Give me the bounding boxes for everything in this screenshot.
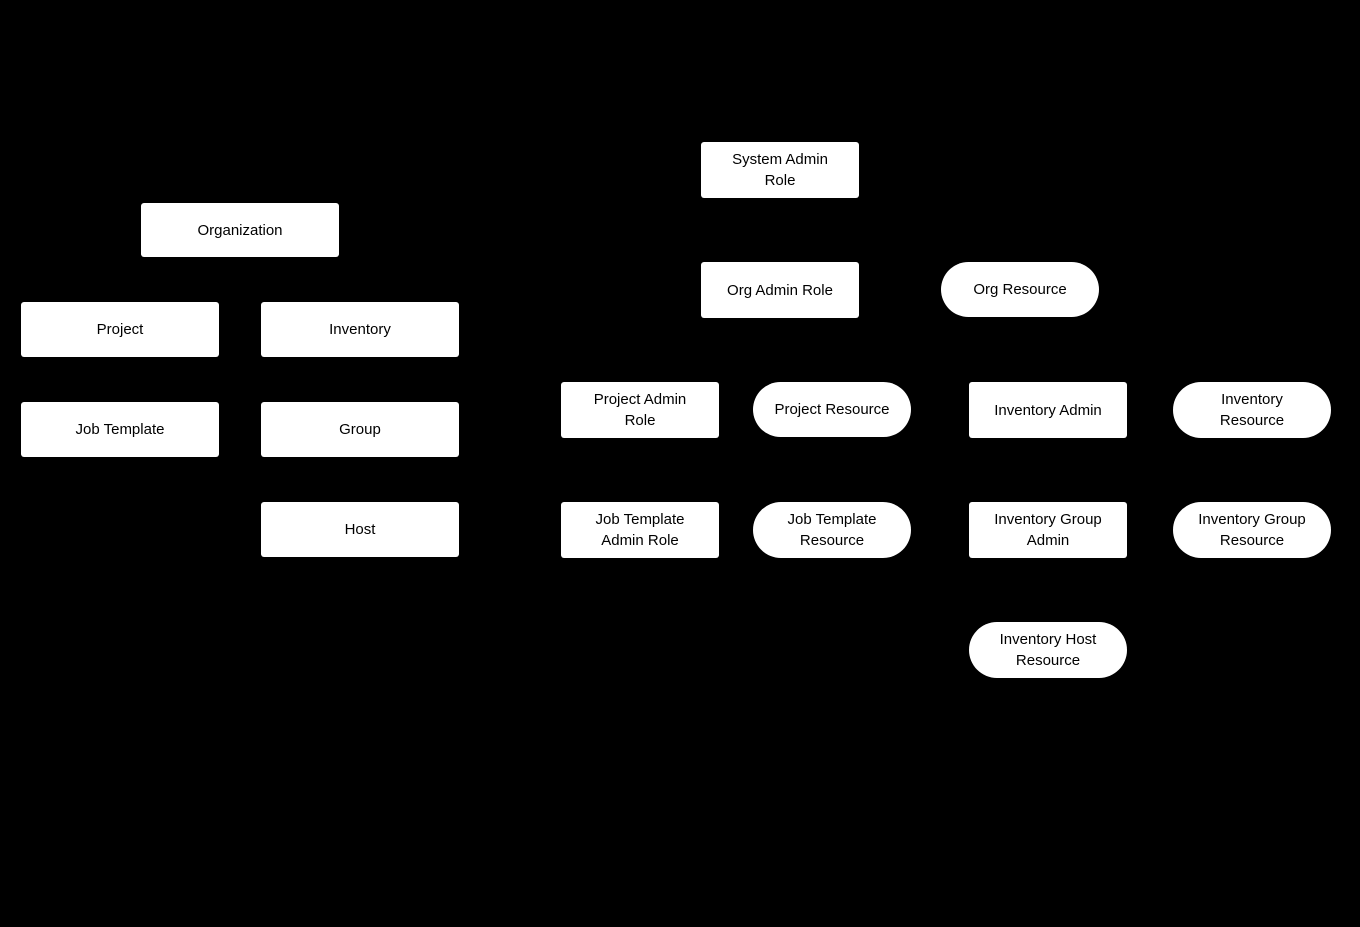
node-label-line: Organization: [197, 221, 283, 239]
node-label-line: Admin Role: [601, 532, 679, 549]
node-label-line: Resource: [1015, 652, 1081, 669]
node-label-line: Group: [339, 421, 381, 438]
node-inventory: Inventory: [261, 302, 459, 357]
node-label-line: Inventory Group: [994, 511, 1102, 528]
node-organization: Organization: [141, 203, 339, 257]
node-project-resource: Project Resource: [753, 382, 911, 437]
node-label-line: Project: [96, 321, 144, 338]
node-label-line: Resource: [799, 532, 865, 549]
node-org-admin-role: Org Admin Role: [701, 262, 859, 318]
node-inventory-admin: Inventory Admin: [969, 382, 1127, 438]
node-job-template: Job Template: [21, 402, 219, 457]
node-label-line: Inventory Group: [1198, 511, 1306, 528]
node-label-line: Resource: [1219, 532, 1285, 549]
node-label-line: Admin: [1026, 532, 1070, 549]
node-project: Project: [21, 302, 219, 357]
node-label-line: Org Admin Role: [727, 281, 833, 299]
node-label-line: Org Resource: [973, 281, 1067, 298]
node-label-line: Project Admin: [593, 391, 687, 408]
node-host: Host: [261, 502, 459, 557]
node-label-line: Job Template: [787, 511, 877, 528]
node-label-line: Role: [764, 172, 796, 189]
node-label-line: Inventory: [329, 321, 391, 338]
node-label-line: Job Template: [595, 511, 685, 528]
node-label-line: Inventory: [1221, 391, 1283, 408]
node-label-line: Project Resource: [774, 401, 890, 418]
node-label-line: Role: [624, 412, 656, 429]
node-label-line: Resource: [1219, 412, 1285, 429]
node-org-resource: Org Resource: [941, 262, 1099, 317]
node-label-line: Inventory Admin: [994, 401, 1102, 419]
node-label-line: Job Template: [75, 421, 165, 438]
node-label-line: System Admin: [732, 151, 828, 168]
node-label-line: Inventory Host: [999, 631, 1097, 648]
node-group: Group: [261, 402, 459, 457]
node-label-line: Host: [344, 521, 376, 538]
